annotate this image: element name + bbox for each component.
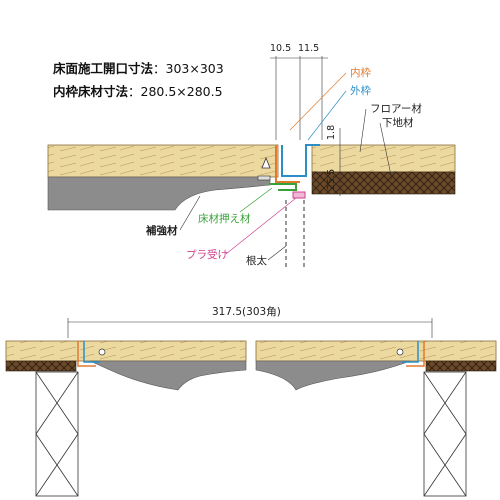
left-flooring [47, 144, 279, 178]
right-subfloor [311, 171, 456, 195]
svg-text:床面施工開口寸法：303×303: 床面施工開口寸法：303×303 [53, 61, 224, 76]
label-flooring: フロアー材 [370, 102, 422, 115]
bottom-left-outer-frame [83, 341, 100, 363]
label-reinforcement: 補強材 [145, 224, 178, 237]
plastic-support-shape [292, 191, 306, 199]
leader-flooring [359, 108, 367, 153]
leader-holder [239, 187, 273, 213]
label-subfloor: 下地材 [382, 116, 414, 129]
spec-lines: 床面施工開口寸法：303×303 内枠床材寸法：280.5×280.5 [53, 61, 224, 99]
bottom-right-joist [423, 371, 467, 497]
right-flooring [311, 144, 456, 173]
bottom-right-reinforcement [255, 360, 411, 391]
dim-vertical-large: 25.5 [326, 169, 337, 190]
label-plastic-support: プラ受け [186, 249, 228, 261]
bottom-left-joist [35, 371, 79, 497]
screw-head [257, 175, 271, 181]
bottom-right-screw-icon [396, 348, 404, 356]
inner-floor-value: ：280.5×280.5 [128, 84, 223, 99]
inner-floor-label: 内枠床材寸法 [53, 84, 129, 99]
label-joist: 根太 [246, 254, 267, 267]
reinforcement-left [47, 176, 271, 211]
top-detail: 10.5 11.5 1.8 25.5 内枠 外枠 フロアー材 下地材 補強材 床… [47, 43, 456, 268]
svg-text:内枠床材寸法：280.5×280.5: 内枠床材寸法：280.5×280.5 [53, 84, 223, 99]
bottom-left-subfloor [5, 360, 77, 372]
bottom-left-inner-frame [77, 341, 96, 367]
bottom-overview: 317.5(303角) [5, 306, 497, 497]
bottom-left-flooring [5, 340, 247, 362]
leader-plastic [225, 197, 297, 255]
leader-subfloor [379, 122, 393, 181]
label-floor-holder: 床材押え材 [198, 212, 251, 225]
label-outer-frame: 外枠 [350, 84, 371, 97]
label-inner-frame: 内枠 [350, 66, 371, 79]
dim-top-right: 11.5 [298, 43, 319, 54]
leader-inner [289, 72, 347, 131]
dim-top-left: 10.5 [270, 43, 291, 54]
bottom-left-reinforcement [89, 360, 247, 391]
inner-frame-shape [275, 145, 300, 183]
screw-icon [261, 156, 271, 169]
leader-outer [307, 90, 347, 141]
dim-vertical-small: 1.8 [326, 125, 337, 140]
bottom-right-outer-frame [402, 341, 419, 363]
bottom-right-inner-frame [406, 341, 425, 367]
floor-holder-shape [270, 183, 297, 191]
span-value: 317.5(303角) [212, 306, 281, 318]
floor-opening-value: ：303×303 [153, 61, 224, 76]
outer-frame-shape [281, 144, 320, 177]
leader-reinforcement [179, 195, 201, 231]
bottom-right-subfloor [425, 360, 497, 372]
bottom-left-screw-icon [98, 348, 106, 356]
bottom-right-flooring [255, 340, 497, 362]
leader-joist [267, 245, 287, 261]
floor-opening-label: 床面施工開口寸法 [53, 61, 154, 76]
